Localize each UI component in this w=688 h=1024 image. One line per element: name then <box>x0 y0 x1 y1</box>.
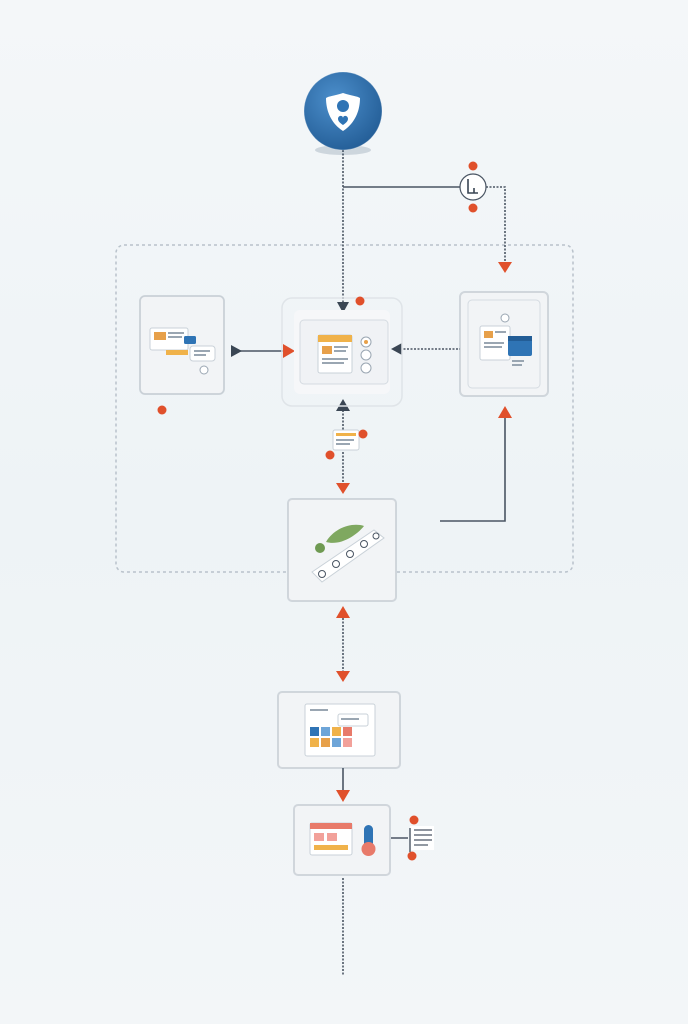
arrow-into-chart <box>336 671 350 682</box>
status-dot <box>468 161 478 171</box>
timer-icon <box>467 179 478 194</box>
branch-node[interactable] <box>459 161 487 213</box>
status-dot <box>409 815 419 825</box>
center-hub[interactable] <box>281 296 403 407</box>
arrow-left-out <box>231 345 242 357</box>
arrow-into-output <box>336 790 350 802</box>
arrow-into-right-bottom <box>498 406 512 418</box>
arrow-into-hub-left <box>283 344 295 358</box>
status-dot <box>157 405 167 415</box>
shield-heart-icon <box>326 93 360 131</box>
status-dot <box>355 296 365 306</box>
status-dot <box>468 203 478 213</box>
arrow-map-up <box>336 606 350 618</box>
start-node[interactable] <box>303 71 383 155</box>
status-dot <box>407 851 417 861</box>
transfer-document <box>325 429 368 460</box>
status-dot <box>325 450 335 460</box>
arrowheads <box>231 262 512 802</box>
dashboard-document-icon <box>317 334 372 374</box>
bar-chart-icon <box>304 703 376 757</box>
right-module[interactable] <box>459 291 549 397</box>
chart-module[interactable] <box>277 691 401 769</box>
output-module[interactable] <box>293 804 434 876</box>
map-route-icon <box>311 524 385 583</box>
arrow-into-right-module <box>498 262 512 273</box>
left-module[interactable] <box>139 295 225 415</box>
arrow-into-hub-right <box>391 343 402 355</box>
report-thermometer-icon <box>309 822 376 856</box>
side-document-icon <box>409 826 434 852</box>
connector-map-to-right <box>440 418 506 522</box>
arrow-hub-up <box>336 399 350 411</box>
arrow-into-hub-top <box>337 302 349 313</box>
arrow-into-map <box>336 483 350 494</box>
document-folder-icon <box>479 313 532 366</box>
map-module[interactable] <box>287 498 397 602</box>
status-dot <box>358 429 368 439</box>
document-chat-icon <box>149 327 216 375</box>
connector-branch-to-right <box>486 186 506 262</box>
